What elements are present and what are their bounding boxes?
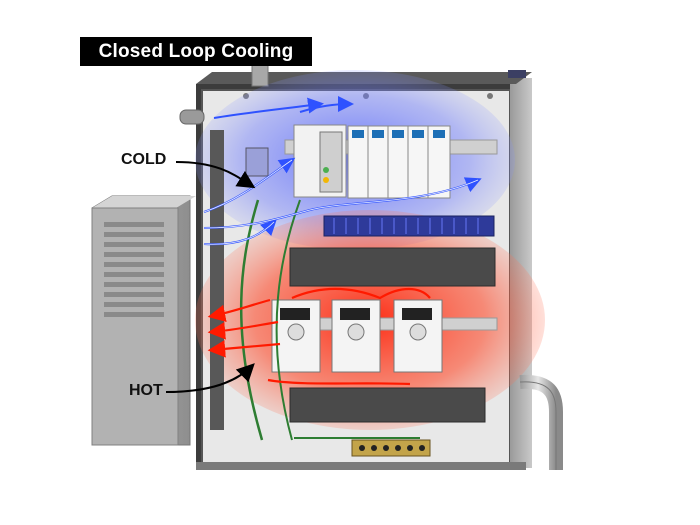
drive-unit-icon [331, 299, 381, 373]
cooling-unit [91, 195, 196, 446]
io-module-rack [293, 124, 451, 199]
cold-label: COLD [121, 151, 167, 168]
hot-airflow-arrow-icon [207, 287, 431, 386]
drive-unit-icon [271, 299, 321, 373]
diagram-title: Closed Loop Cooling [80, 37, 312, 66]
io-module-icon [427, 125, 451, 199]
hot-label: HOT [129, 382, 163, 399]
drain-pipe [519, 374, 563, 470]
cooling-unit-vent-icon [104, 222, 164, 317]
terminal-block-icon [323, 215, 495, 237]
drive-unit-icon [393, 299, 443, 373]
